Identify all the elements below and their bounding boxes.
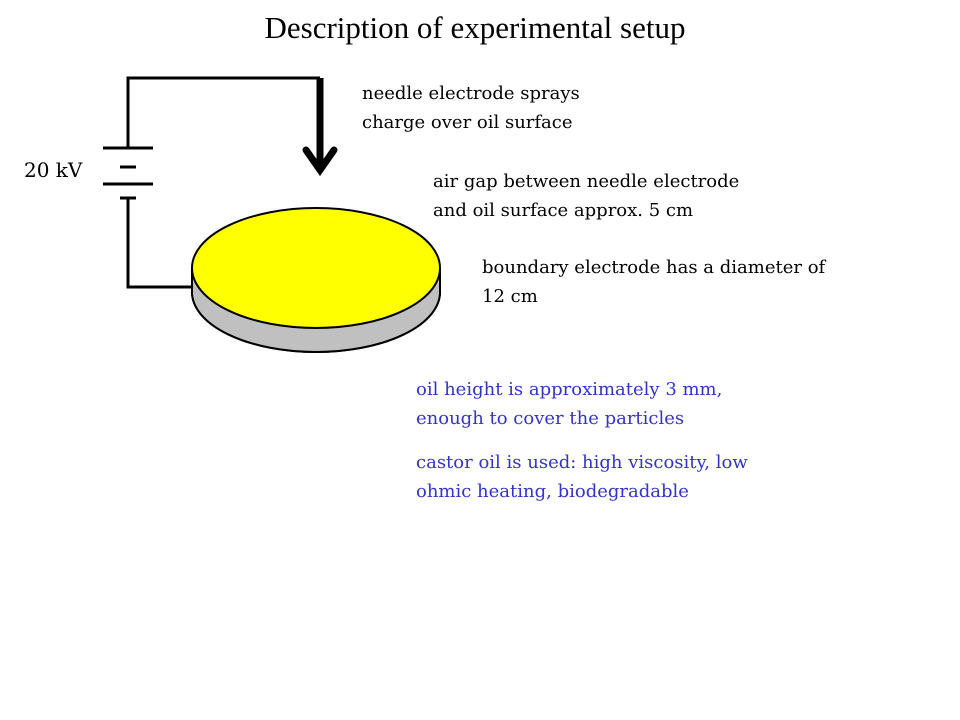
boundary-annotation: boundary electrode has a diameter of 12 … [482, 253, 825, 311]
top-wire [126, 76, 320, 148]
oil-height-note: oil height is approximately 3 mm, enough… [416, 375, 722, 433]
needle-electrode-arrowhead [302, 146, 338, 177]
air-gap-annotation-line-1: air gap between needle electrode [433, 171, 740, 192]
voltage-label: 20 kV [24, 158, 83, 182]
oil-height-note-line-2: enough to cover the particles [416, 408, 685, 429]
air-gap-annotation-line-2: and oil surface approx. 5 cm [433, 200, 694, 221]
page-title: Description of experimental setup [264, 10, 686, 45]
needle-annotation-line-2: charge over oil surface [362, 112, 573, 133]
boundary-annotation-line-2: 12 cm [482, 286, 538, 307]
needle-annotation: needle electrode sprays charge over oil … [362, 79, 580, 137]
castor-oil-note: castor oil is used: high viscosity, low … [416, 448, 748, 506]
air-gap-annotation: air gap between needle electrode and oil… [433, 167, 739, 225]
castor-oil-note-line-2: ohmic heating, biodegradable [416, 481, 689, 502]
oil-height-note-line-1: oil height is approximately 3 mm, [416, 379, 723, 400]
needle-annotation-line-1: needle electrode sprays [362, 83, 580, 104]
oil-surface [191, 207, 441, 329]
bottom-wire [126, 198, 195, 289]
boundary-annotation-line-1: boundary electrode has a diameter of [482, 257, 826, 278]
castor-oil-note-line-1: castor oil is used: high viscosity, low [416, 452, 748, 473]
